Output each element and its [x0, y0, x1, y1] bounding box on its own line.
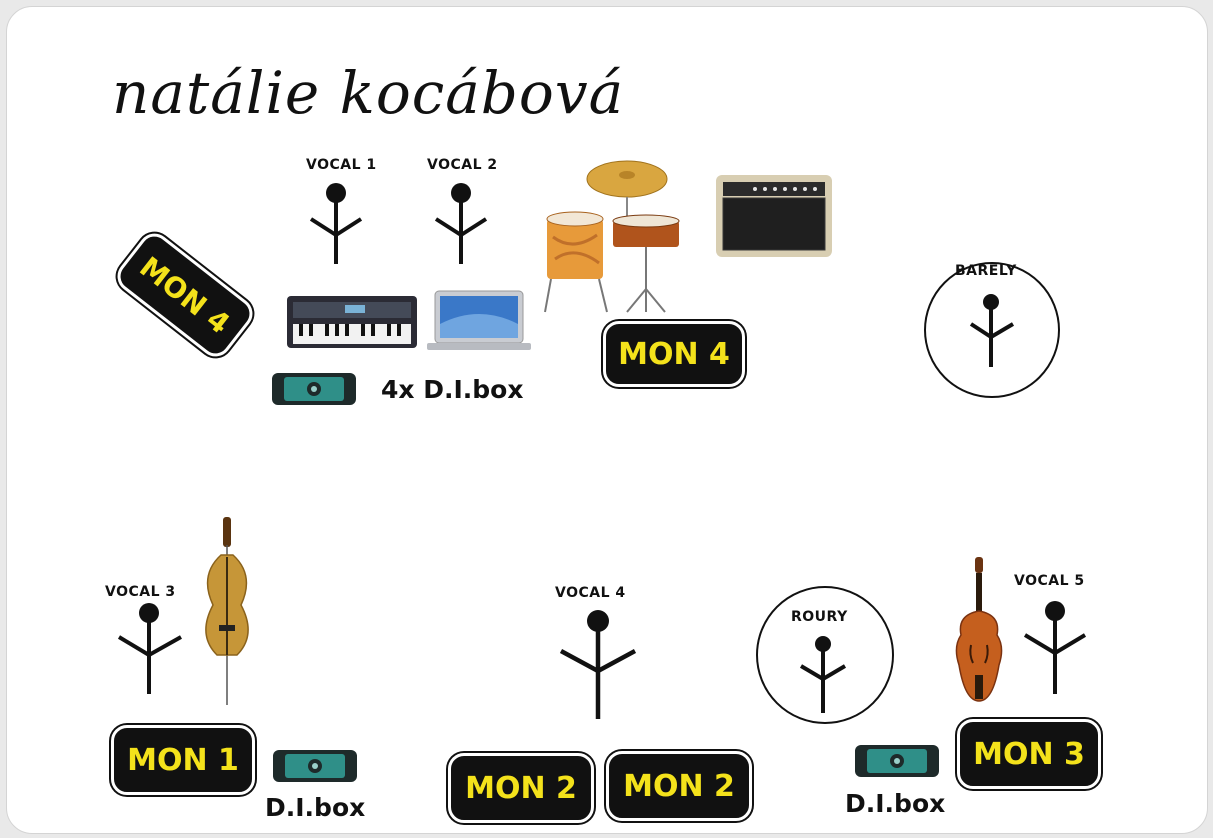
stage-plot: natálie kocábová VOCAL 1 VOCAL 2 MON 4	[6, 6, 1208, 834]
vocal-1-label: VOCAL 1	[306, 157, 377, 173]
laptop-icon	[427, 290, 531, 350]
barely-label: BARELY	[955, 263, 1017, 279]
monitor-2-right: MON 2	[606, 751, 752, 821]
monitor-1: MON 1	[111, 725, 255, 795]
drum-kit-icon	[544, 160, 680, 313]
electric-cello-icon	[205, 517, 249, 705]
mic-stand-icon	[969, 294, 1015, 367]
violin-icon	[955, 557, 1003, 702]
monitor-2-left: MON 2	[448, 753, 594, 823]
mic-stand-icon	[434, 183, 488, 264]
roury-label: ROURY	[791, 609, 848, 625]
di-box-icon	[272, 373, 356, 405]
band-title: natálie kocábová	[112, 59, 625, 127]
di-box-violin-label: D.I.box	[845, 789, 946, 818]
monitor-3: MON 3	[957, 719, 1101, 789]
vocal-5-label: VOCAL 5	[1014, 573, 1085, 589]
di-box-icon	[855, 745, 939, 777]
guitar-amp-icon	[716, 175, 832, 257]
keyboard-icon	[287, 296, 417, 348]
monitor-4-drums: MON 4	[603, 321, 745, 387]
mic-stand-icon	[309, 183, 363, 264]
vocal-3-label: VOCAL 3	[105, 584, 176, 600]
di-box-cello-label: D.I.box	[265, 793, 366, 822]
mic-stand-icon	[799, 636, 847, 713]
mic-stand-icon	[117, 603, 182, 694]
di-box-top-label: 4x D.I.box	[381, 375, 524, 404]
mic-stand-icon	[559, 610, 637, 719]
di-box-icon	[273, 750, 357, 782]
mic-stand-icon	[1023, 601, 1087, 694]
vocal-4-label: VOCAL 4	[555, 585, 626, 601]
monitor-4-left: MON 4	[111, 227, 259, 363]
vocal-2-label: VOCAL 2	[427, 157, 498, 173]
